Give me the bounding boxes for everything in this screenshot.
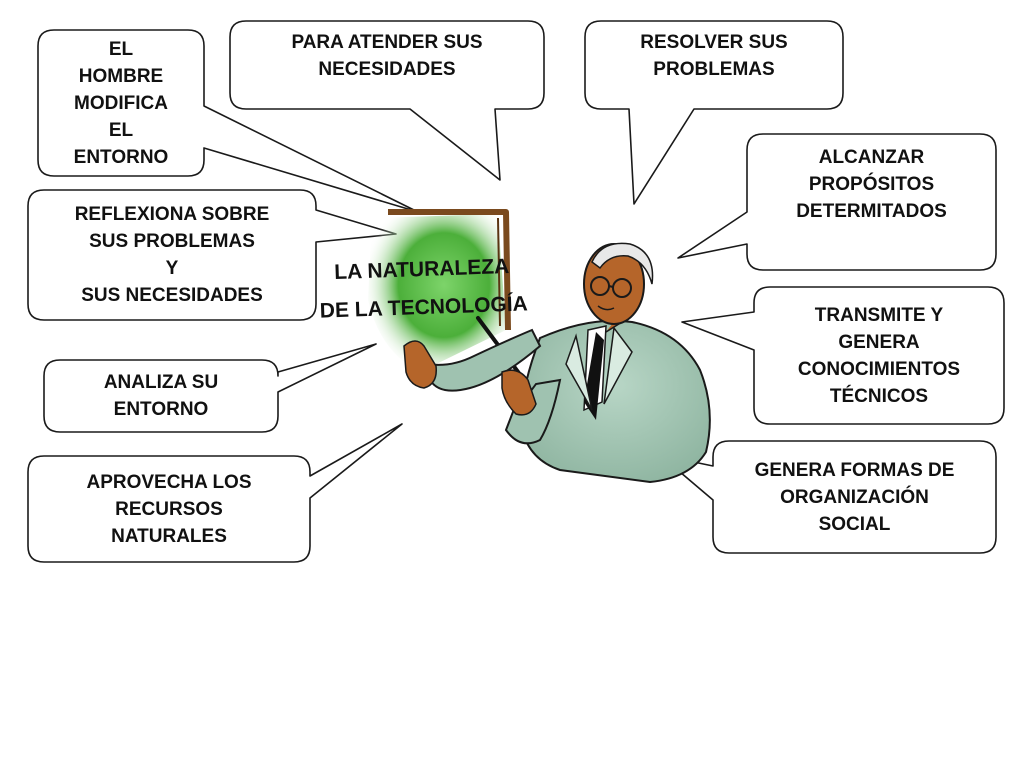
bubble-resolver-problemas-shape — [584, 20, 844, 205]
bubble-analiza-entorno-text: ANALIZA SU ENTORNO — [103, 372, 219, 420]
bubble-organizacion-social-text: GENERA FORMAS DE ORGANIZACIÓN SOCIAL — [754, 459, 955, 535]
bubble-reflexiona-shape — [27, 189, 397, 321]
teacher-head — [583, 242, 654, 333]
teacher-hands — [403, 340, 537, 416]
bubble-atender-necesidades-shape — [229, 20, 545, 181]
bubble-analiza-entorno-shape — [43, 343, 377, 433]
bubble-organizacion-social-shape — [659, 440, 997, 554]
bubble-aprovecha-recursos-text: APROVECHA LOS RECURSOS NATURALES — [86, 471, 252, 547]
bubble-hombre-modifica-entorno-text: EL HOMBRE MODIFICA EL ENTORNO — [73, 38, 169, 168]
board-surface — [368, 214, 506, 372]
bubble-hombre-modifica-entorno-shape — [37, 29, 419, 213]
chalkboard: LA NATURALEZA DE LA TECNOLOGÍA — [319, 209, 528, 372]
bubble-aprovecha-recursos-shape — [27, 423, 403, 563]
mouth — [597, 305, 615, 311]
bubble-resolver-problemas-text: RESOLVER SUS PROBLEMAS — [640, 32, 788, 80]
bubble-alcanzar-propositos-shape — [677, 133, 997, 271]
bubble-alcanzar-propositos-text: ALCANZAR PROPÓSITOS DETERMITADOS — [796, 147, 947, 222]
bubble-reflexiona-text: REFLEXIONA SOBRE SUS PROBLEMAS Y SUS NEC… — [74, 204, 270, 306]
bubble-atender-necesidades-text: PARA ATENDER SUS NECESIDADES — [291, 32, 483, 80]
bubble-transmite-conocimientos-text: TRANSMITE Y GENERA CONOCIMIENTOS TÉCNICO… — [797, 304, 961, 407]
board-frame-inner — [497, 217, 501, 327]
board-frame — [388, 209, 511, 331]
bubble-transmite-conocimientos-shape — [681, 286, 1005, 425]
hair — [591, 242, 654, 285]
